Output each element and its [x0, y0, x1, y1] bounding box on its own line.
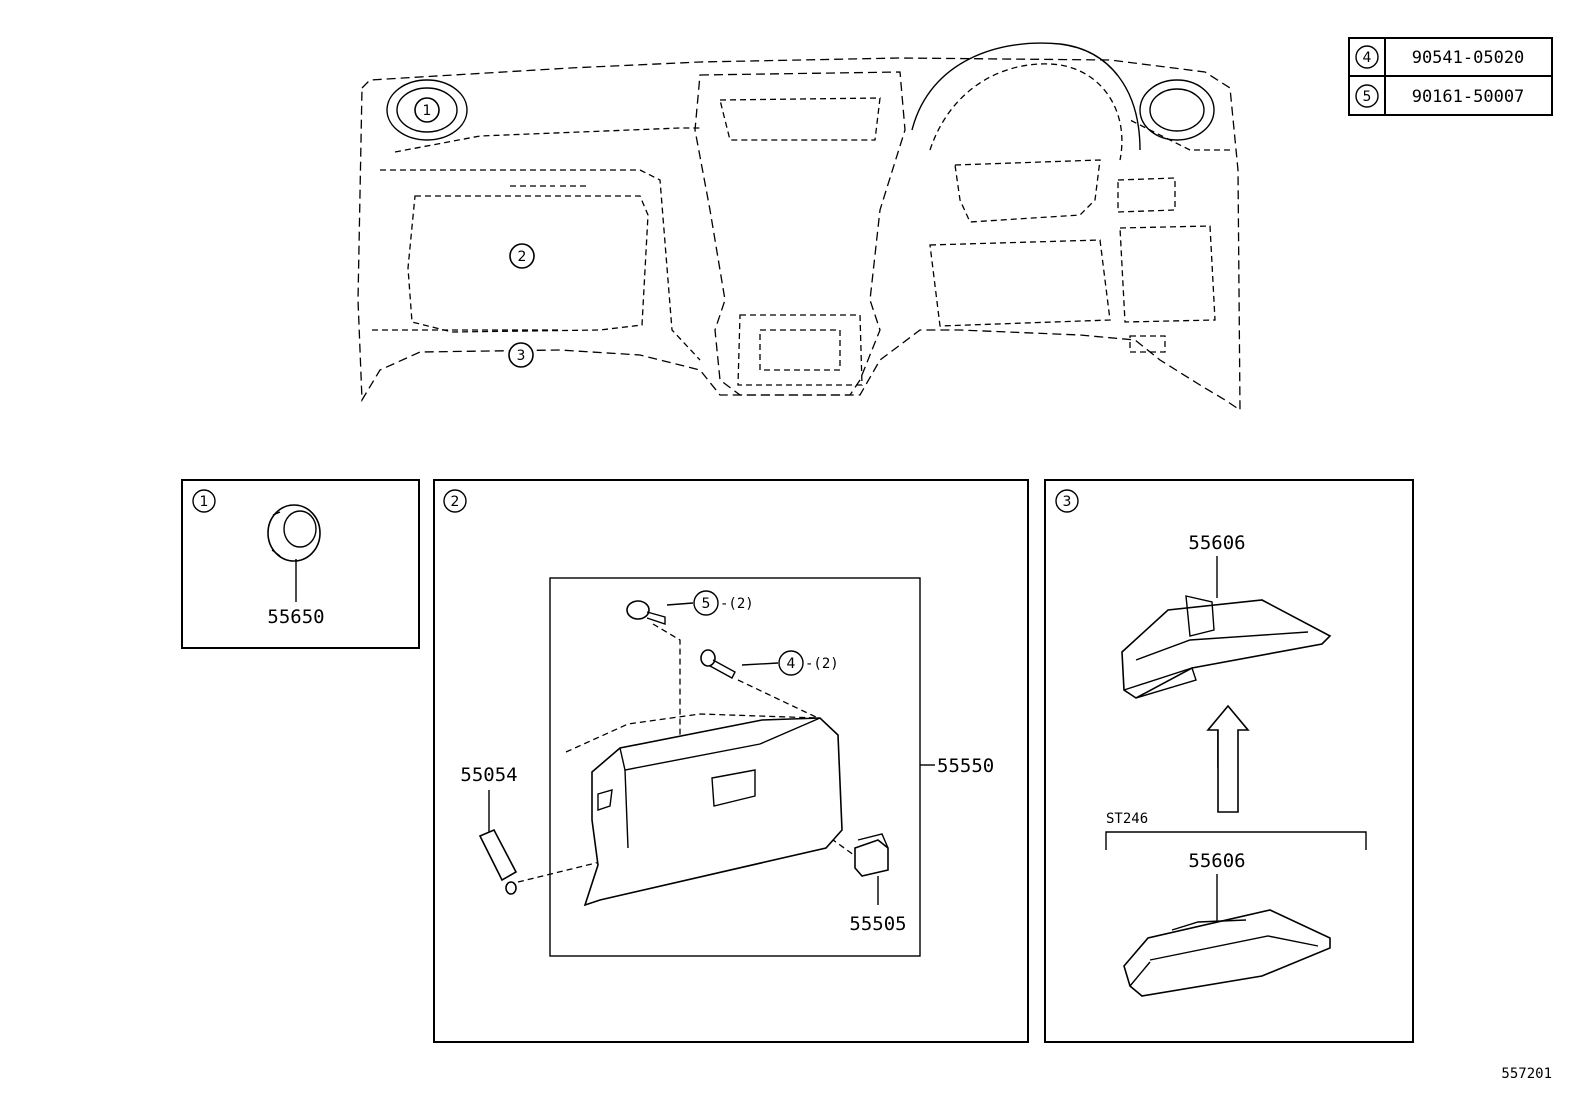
fastener-callout-5: 5: [702, 596, 711, 612]
panel-3: 3 55606 ST246 55606: [1044, 479, 1414, 1043]
fastener-callout-4: 4: [787, 656, 796, 672]
reference-table: 4 90541-05020 5 90161-50007: [1348, 37, 1553, 116]
panel-1: 1 55650: [181, 479, 420, 649]
table-part-number: 90161-50007: [1412, 87, 1525, 107]
part-label-55606: 55606: [1188, 850, 1245, 872]
overview-callout-1: 1: [414, 97, 440, 123]
part-label-55606: 55606: [1188, 532, 1245, 554]
variant-label-ST246: ST246: [1106, 811, 1148, 827]
left-vent: [386, 79, 468, 141]
up-arrow-icon: [1206, 704, 1250, 813]
vent-part-illustration: [267, 504, 321, 562]
fastener-qty-5: -(2): [720, 596, 754, 612]
panel-2-callout: 2: [451, 494, 460, 510]
svg-text:1: 1: [423, 103, 432, 119]
panel-1-callout: 1: [200, 494, 209, 510]
overview-callout-3: 3: [508, 342, 534, 368]
svg-text:3: 3: [517, 348, 526, 364]
table-row: 5 90161-50007: [1355, 84, 1525, 108]
glove-box-lower-illustration: [1123, 909, 1331, 997]
screw-fastener-illustration: [700, 649, 736, 679]
glove-box-upper-illustration: [1121, 595, 1332, 699]
table-part-number: 90541-05020: [1412, 48, 1525, 68]
table-row: 4 90541-05020: [1355, 45, 1525, 69]
table-ref-circle: 4: [1363, 50, 1372, 66]
clip-fastener-illustration: [626, 600, 666, 625]
svg-text:2: 2: [518, 249, 527, 265]
lock-cylinder-illustration: [478, 828, 518, 895]
panel-3-callout: 3: [1063, 494, 1072, 510]
part-label-55550: 55550: [937, 755, 994, 777]
right-vent: [1139, 79, 1215, 141]
dashboard-overview: 1 2 3: [357, 42, 1241, 412]
part-label-55054: 55054: [460, 764, 517, 786]
fastener-qty-4: -(2): [805, 656, 839, 672]
glove-box-door-illustration: [583, 717, 843, 907]
part-label-55505: 55505: [849, 913, 906, 935]
illustration-number: 557201: [1501, 1066, 1552, 1082]
part-label-55650: 55650: [267, 606, 324, 628]
panel-2: 2 5 -(2) 4 -(2): [433, 479, 1029, 1043]
table-ref-circle: 5: [1363, 89, 1372, 105]
overview-callout-2: 2: [509, 243, 535, 269]
damper-illustration: [854, 833, 889, 877]
